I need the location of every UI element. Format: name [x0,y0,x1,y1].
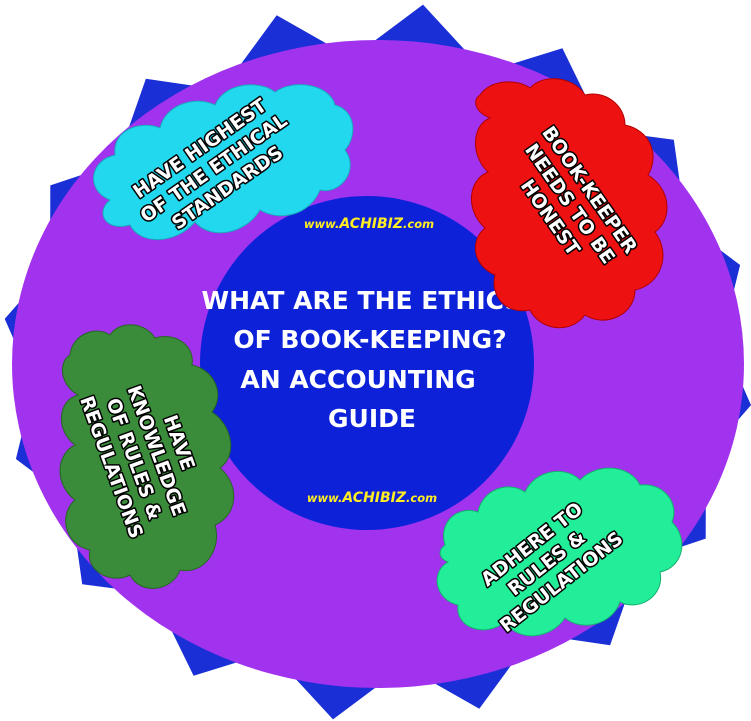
title-line-2: OF BOOK-KEEPING? [233,325,506,354]
cloud-shape [470,78,668,329]
cloud-knowledge: HAVE KNOWLEDGE OF RULES & REGULATIONS [59,324,235,589]
website-bottom: www.ACHIBIZ.com [307,490,437,506]
title-line-1: WHAT ARE THE ETHICS [202,286,523,315]
cloud-ethical-standards: HAVE HIGHEST OF THE ETHICAL STANDARDS [93,84,354,241]
cloud-shape [59,324,235,589]
center-title: WHAT ARE THE ETHICS OF BOOK-KEEPING? AN … [202,286,523,433]
website-top: www.ACHIBIZ.com [304,216,434,232]
cloud-honest: BOOK-KEEPER NEEDS TO BE HONEST [470,78,668,329]
title-line-4: GUIDE [328,404,416,433]
cloud-adhere: ADHERE TO RULES & REGULATIONS [436,467,683,639]
title-line-3: AN ACCOUNTING [240,365,475,394]
cloud-shape [436,467,683,637]
center-disc [200,196,534,530]
cloud-shape [93,84,354,241]
